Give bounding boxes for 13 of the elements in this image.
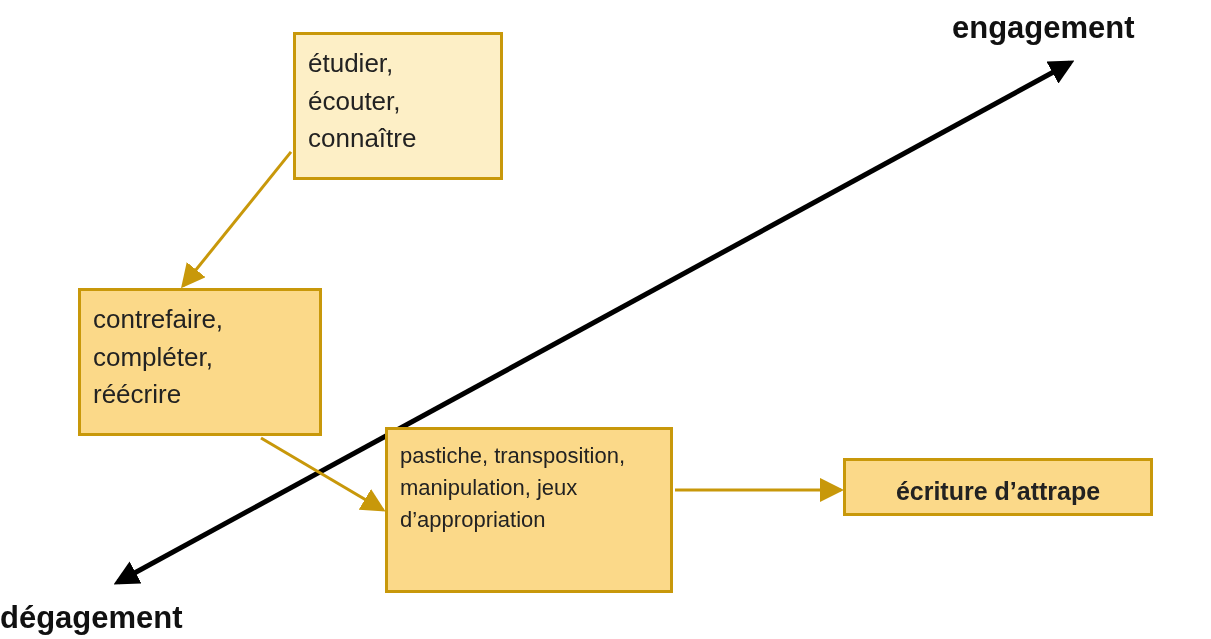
text-box: [78, 288, 322, 436]
text-box: [385, 427, 673, 593]
arrow: [675, 477, 844, 502]
arrow: [181, 150, 293, 289]
box-text: étudier, écouter, connaître: [308, 47, 418, 156]
axis-label: engagement: [952, 10, 1135, 46]
axis-label: dégagement: [0, 600, 183, 636]
box-text: écriture d’attrape: [894, 476, 1102, 507]
box-text: contrefaire, compléter, réécrire: [93, 303, 225, 412]
text-box: [293, 32, 503, 180]
text-box: [843, 458, 1153, 516]
arrow: [260, 436, 386, 512]
box-text: pastiche, transposition, manipulation, jeux d’appropriation: [400, 442, 627, 534]
